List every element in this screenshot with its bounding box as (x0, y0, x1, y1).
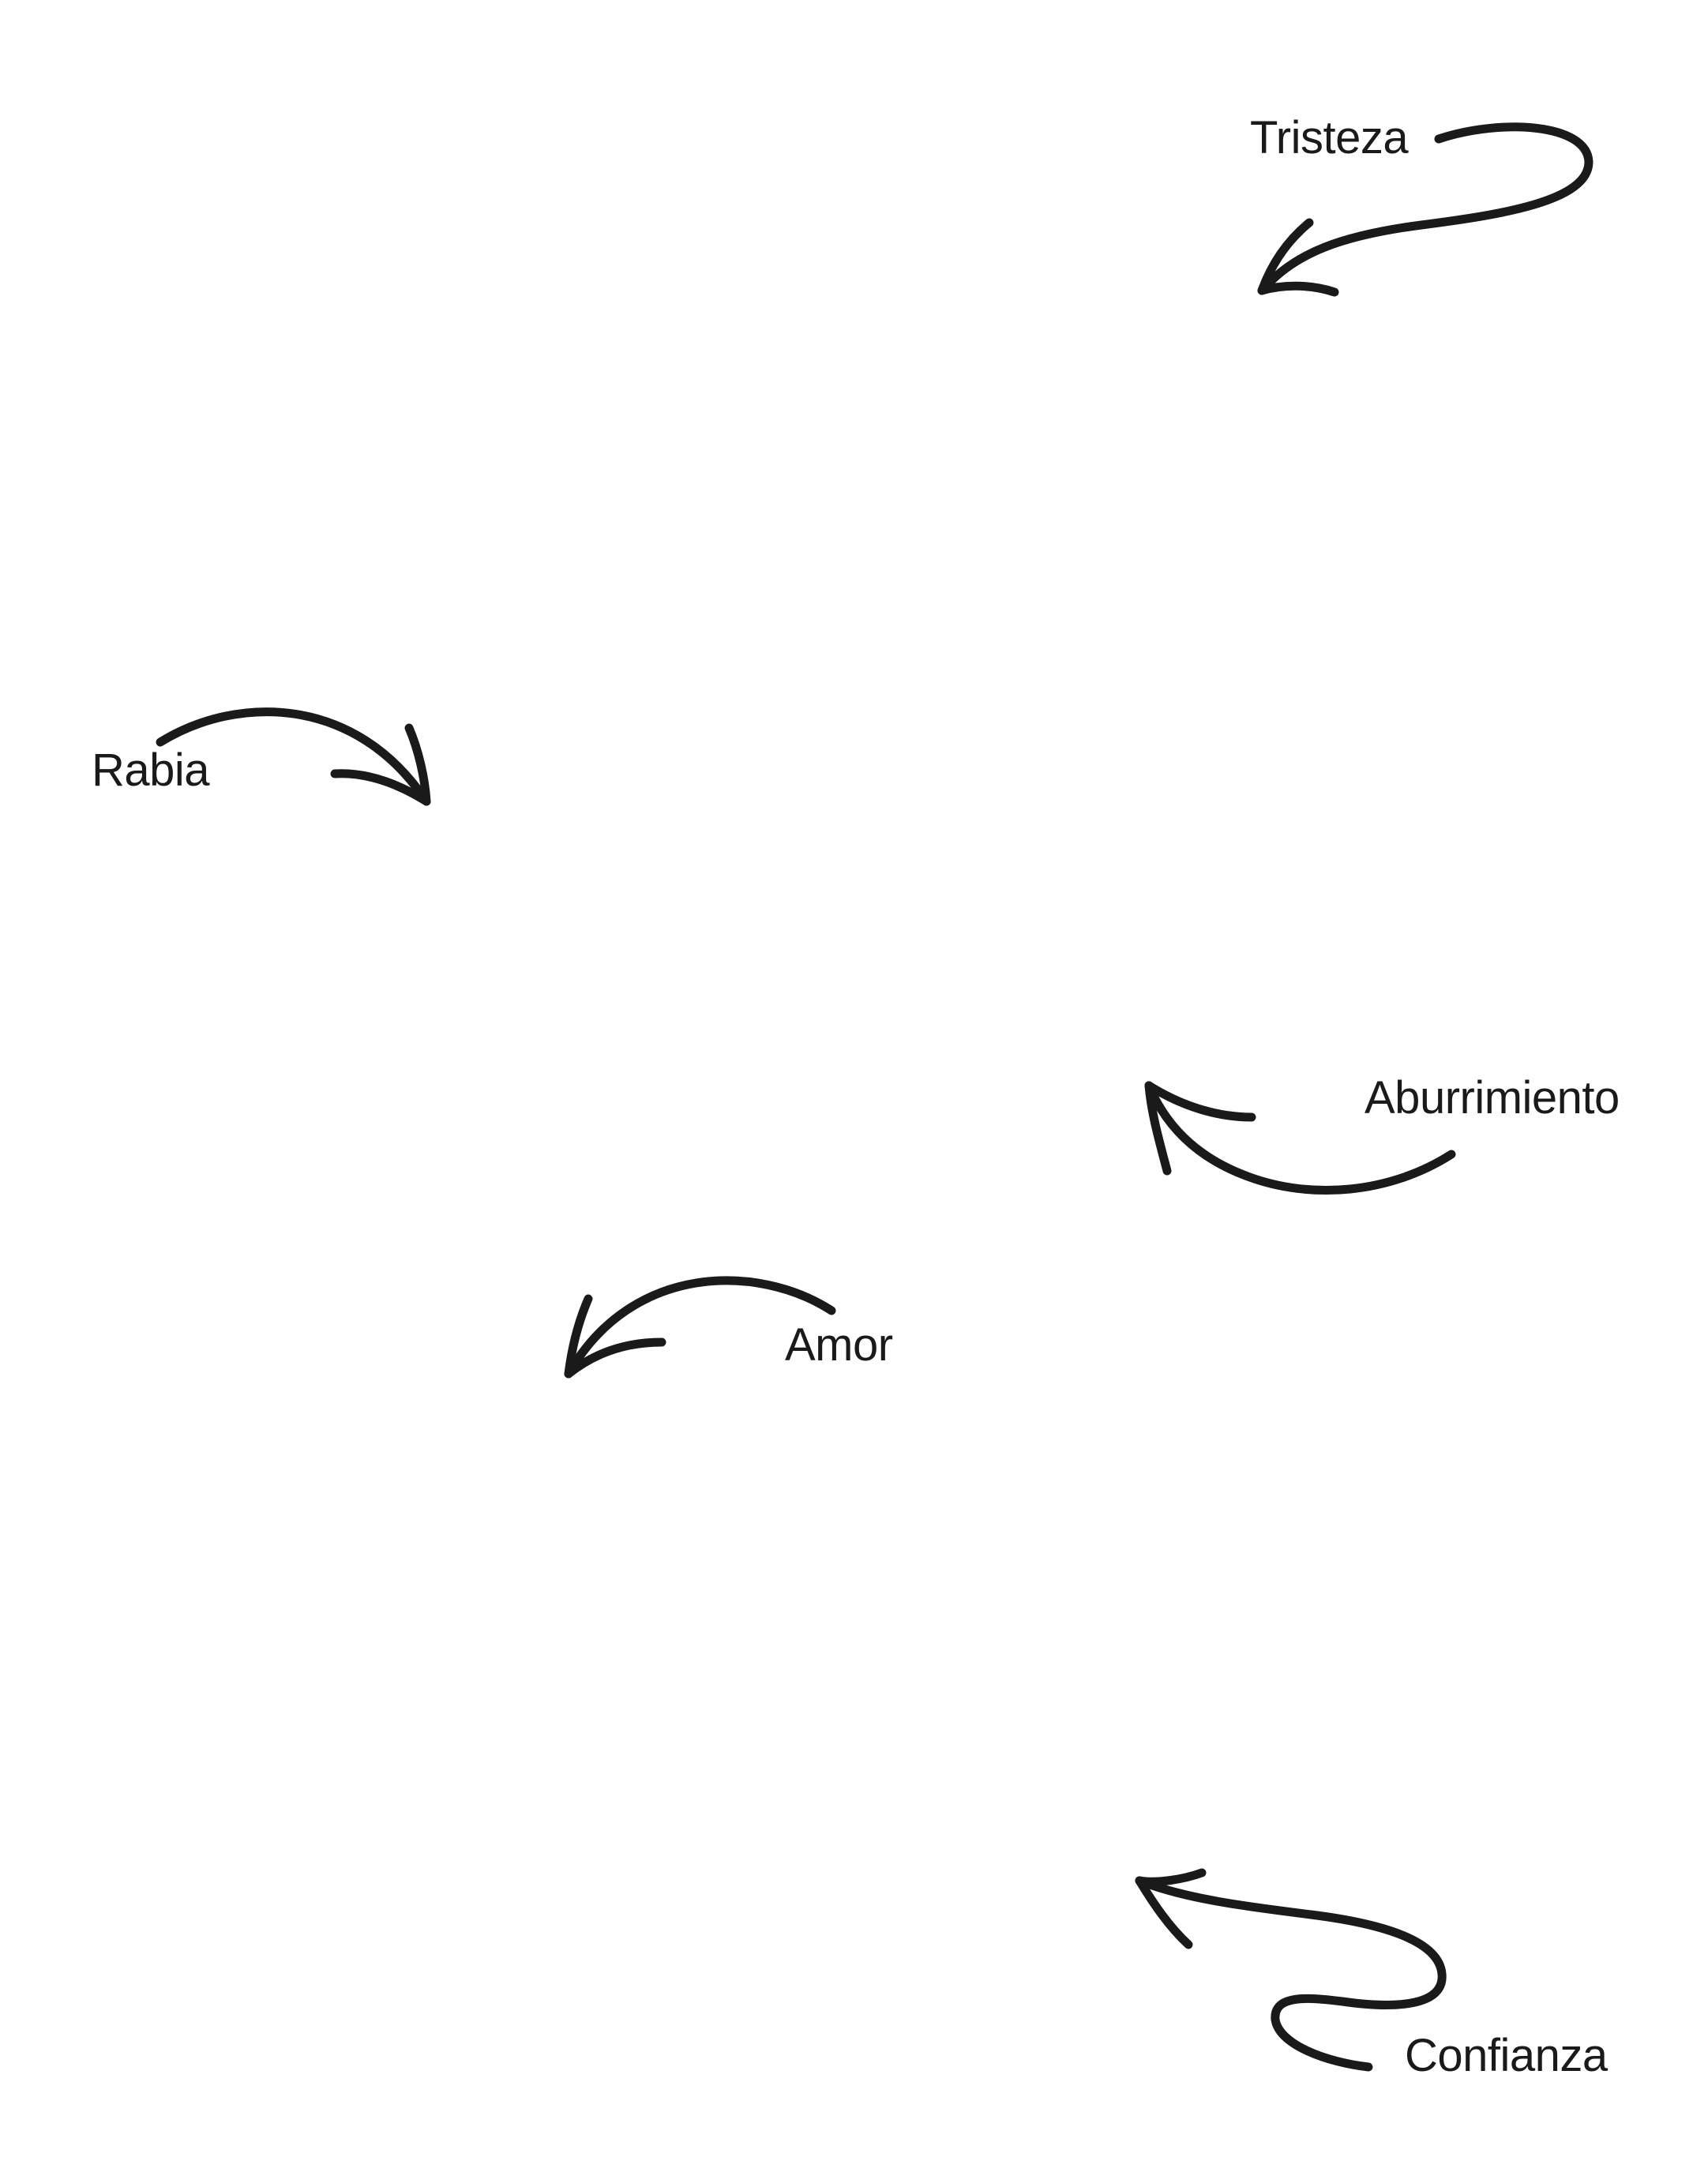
label-confianza: Confianza (1405, 2030, 1608, 2081)
arrow-aburrimiento-icon (1144, 1081, 1456, 1195)
arrow-tristeza-icon (1257, 122, 1594, 297)
label-aburrimiento: Aburrimiento (1365, 1072, 1620, 1124)
arrow-rabia-icon (156, 707, 431, 806)
label-amor: Amor (785, 1319, 893, 1371)
arrow-amor-icon (564, 1276, 836, 1379)
label-tristeza: Tristeza (1250, 112, 1409, 163)
arrow-confianza-icon (1135, 1868, 1447, 2072)
label-rabia: Rabia (92, 745, 210, 796)
